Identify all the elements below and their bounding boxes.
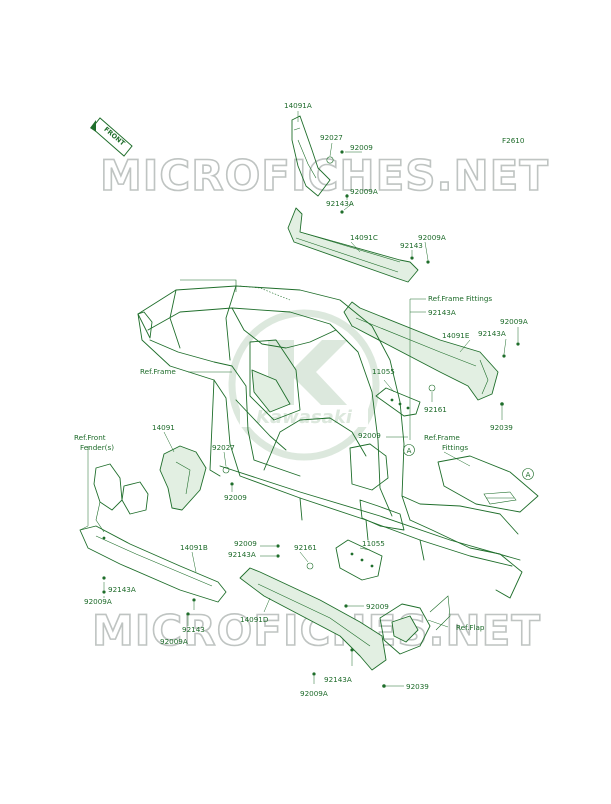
grommet-92027-2 xyxy=(222,466,230,474)
bolt-92009-3 xyxy=(230,482,234,486)
label-14091b: 14091B xyxy=(180,543,208,552)
bolt-92009-top xyxy=(340,150,344,154)
panel-14091c xyxy=(287,207,419,283)
label-92009-4: 92009 xyxy=(234,539,257,548)
frame-reference xyxy=(137,279,523,599)
clip-92143a-1 xyxy=(340,210,344,214)
svg-text:A: A xyxy=(526,471,531,479)
clip-92143-2 xyxy=(192,598,196,602)
ref-circle-a-1: A xyxy=(403,444,415,456)
label-92009a-4: 92009A xyxy=(84,597,112,606)
clip-92143a-3 xyxy=(502,354,506,358)
label-14091c: 14091C xyxy=(350,233,378,242)
label-92009a-1: 92009A xyxy=(350,187,378,196)
label-92009a-5: 92009A xyxy=(160,637,188,646)
kawasaki-logo-text: Kawasaki xyxy=(256,407,353,428)
label-11055-2: 11055 xyxy=(362,539,385,548)
label-92027-top: 92027 xyxy=(320,133,343,142)
label-92143-2: 92143 xyxy=(182,625,205,634)
nut-92009a-3 xyxy=(516,342,520,346)
label-ref-frame: Ref.Frame xyxy=(140,367,176,376)
nut-92009a-6 xyxy=(312,672,316,676)
part-labels: 14091A 92027 92009 92009A 92143A 14091C … xyxy=(74,101,528,698)
bracket-11055-lower xyxy=(335,539,383,581)
label-92009-3: 92009 xyxy=(224,493,247,502)
panel-14091d xyxy=(239,567,387,671)
label-92143-1: 92143 xyxy=(400,241,423,250)
label-92161-2: 92161 xyxy=(294,543,317,552)
label-92143a-5: 92143A xyxy=(108,585,136,594)
ref-circle-a-2: A xyxy=(522,468,534,480)
label-92161-1: 92161 xyxy=(424,405,447,414)
label-14091e: 14091E xyxy=(442,331,470,340)
label-ref-frame-fittings-1: Ref.Frame Fittings xyxy=(428,294,492,303)
label-92143a-6: 92143A xyxy=(324,675,352,684)
label-92143a-4: 92143A xyxy=(228,550,256,559)
svg-text:A: A xyxy=(407,447,412,455)
label-92143a-3: 92143A xyxy=(478,329,506,338)
panel-14091b xyxy=(79,525,227,603)
label-ref-frame-fittings-2b: Fittings xyxy=(442,443,468,452)
bracket-11055-upper xyxy=(375,387,421,417)
label-92027-2: 92027 xyxy=(212,443,235,452)
flap-reference xyxy=(379,595,451,655)
label-ref-flap: Ref.Flap xyxy=(456,623,485,632)
label-ref-front-fender-b: Fender(s) xyxy=(80,443,114,452)
clip-92143a-5 xyxy=(102,576,106,580)
nut-92009a-4 xyxy=(102,590,106,594)
label-11055-1: 11055 xyxy=(372,367,395,376)
bolt-92009-4 xyxy=(276,544,280,548)
label-92039-1: 92039 xyxy=(490,423,513,432)
clip-92143a-4 xyxy=(276,554,280,558)
grommet-92161-1 xyxy=(428,384,436,392)
diagram-code: F2610 xyxy=(502,136,525,145)
label-92143a-1: 92143A xyxy=(326,199,354,208)
clip-92143a-6 xyxy=(350,648,354,652)
bolt-92039-2 xyxy=(382,684,386,688)
label-14091: 14091 xyxy=(152,423,175,432)
nut-92009a-2 xyxy=(426,260,430,264)
frame-fittings-reference xyxy=(437,455,539,513)
front-fender-reference xyxy=(93,463,149,533)
grommet-92027-top xyxy=(326,156,334,164)
label-14091d: 14091D xyxy=(240,615,269,624)
label-92009-top: 92009 xyxy=(350,143,373,152)
cover-14091a xyxy=(291,115,331,197)
label-92009a-6: 92009A xyxy=(300,689,328,698)
label-92009-5: 92009 xyxy=(366,602,389,611)
label-92009a-3: 92009A xyxy=(500,317,528,326)
label-92009a-2: 92009A xyxy=(418,233,446,242)
label-92009-2: 92009 xyxy=(358,431,381,440)
label-92143a-2: 92143A xyxy=(428,308,456,317)
leader-lines xyxy=(79,111,519,687)
label-14091a: 14091A xyxy=(284,101,312,110)
label-ref-front-fender-a: Ref.Front xyxy=(74,433,106,442)
cover-14091 xyxy=(159,445,207,511)
bolt-92039-1 xyxy=(500,402,504,406)
clip-92143-1 xyxy=(410,256,414,260)
panel-14091e xyxy=(343,301,499,401)
grommet-92161-2 xyxy=(306,562,314,570)
label-ref-frame-fittings-2a: Ref.Frame xyxy=(424,433,460,442)
watermark-top: MICROFICHES.NET xyxy=(100,151,549,200)
label-92039-2: 92039 xyxy=(406,682,429,691)
nut-92009a-5 xyxy=(186,612,190,616)
